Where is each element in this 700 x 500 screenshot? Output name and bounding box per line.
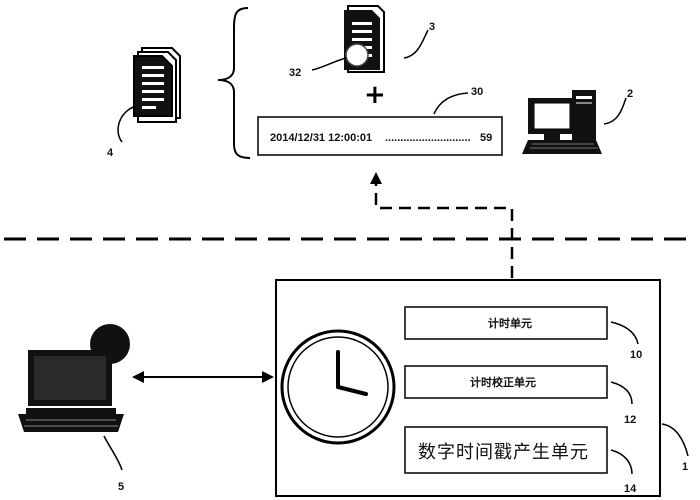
transmission-arrowhead [370,172,382,184]
leader-line-1 [661,423,689,457]
leader-line-14 [610,449,633,475]
ref-numeral-32: 32 [289,67,301,79]
ref-numeral-2: 2 [627,88,633,100]
ref-numeral-5: 5 [118,481,124,493]
leader-line-32 [311,57,347,71]
leader-line-4 [117,105,137,143]
leader-line-3 [403,29,429,59]
timestamp-dots: ............................ [385,132,471,144]
ref-numeral-3: 3 [429,21,435,33]
generation-unit-box [404,426,608,474]
arrowhead-right [262,371,274,383]
ref-numeral-12: 12 [624,414,636,426]
ref-numeral-1: 1 [682,461,688,473]
leader-line-5 [103,435,123,471]
correction-unit-box [404,365,608,399]
ref-numeral-4: 4 [107,147,114,159]
file-stack-icon [133,47,181,123]
timestamp-bar [257,116,503,156]
ref-numeral-10: 10 [630,349,642,361]
timestamp-end-value: 59 [480,132,492,144]
computer-icon [522,90,602,154]
device-box [275,279,661,497]
ref-numeral-30: 30 [471,86,483,98]
leader-line-30 [433,92,469,115]
leader-line-2 [603,97,627,125]
timer-unit-label: 计时单元 [488,316,532,330]
generation-unit-label: 数字时间戳产生单元 [418,442,589,463]
timer-unit-box [404,306,608,340]
ref-numeral-14: 14 [624,483,637,495]
clock-icon [280,329,396,445]
correction-unit-label: 计时校正单元 [470,375,536,389]
leader-line-10 [610,321,639,345]
leader-line-12 [610,381,633,405]
dashed-transmission-line [374,182,514,278]
grouping-brace [217,7,251,159]
seal-icon [345,43,369,67]
laptop-user-icon [18,324,130,432]
arrowhead-left [132,371,144,383]
plus-sign: + [364,80,386,110]
timestamp-datetime: 2014/12/31 12:00:01 [270,132,372,144]
